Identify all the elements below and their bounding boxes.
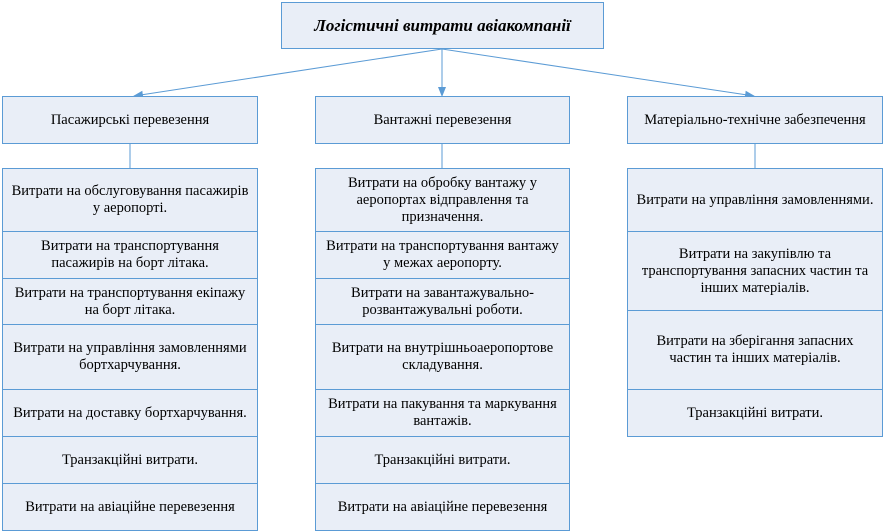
list-item: Витрати на зберігання запасних частин та…	[627, 310, 883, 390]
item-text: Витрати на транспортування пасажирів на …	[41, 238, 219, 271]
item-text: Витрати на авіаційне перевезення	[25, 498, 235, 515]
list-item: Витрати на управління замовленнями бортх…	[2, 324, 258, 390]
root-title: Логістичні витрати авіакомпанії	[314, 15, 571, 35]
item-text: Транзакційні витрати.	[61, 451, 199, 468]
header-logistics: Матеріально-технічне забезпечення	[627, 96, 883, 144]
item-text: Транзакційні витрати.	[374, 451, 511, 468]
header-cargo: Вантажні перевезення	[315, 96, 570, 144]
list-item: Витрати на обробку вантажу у аеропортах …	[315, 168, 570, 232]
item-text: Витрати на транспортування вантажу у меж…	[326, 238, 559, 271]
item-text: Витрати на обробку вантажу у аеропортах …	[348, 174, 537, 225]
item-text: Витрати на авіаційне перевезення	[337, 498, 548, 515]
list-item: Транзакційні витрати.	[627, 389, 883, 437]
header-label: Вантажні перевезення	[373, 111, 512, 128]
item-text: Транзакційні витрати.	[686, 404, 824, 421]
item-text: Витрати на зберігання запасних частин та…	[656, 333, 854, 366]
header-label: Матеріально-технічне забезпечення	[644, 111, 866, 128]
list-item: Витрати на транспортування вантажу у меж…	[315, 231, 570, 279]
list-item: Витрати на пакування та маркування ванта…	[315, 389, 570, 437]
item-text: Витрати на завантажувально-розвантажувал…	[351, 284, 534, 318]
item-text: Витрати на управління замовленнями.	[636, 191, 874, 208]
item-text: Витрати на пакування та маркування ванта…	[328, 396, 557, 429]
header-passenger: Пасажирські перевезення	[2, 96, 258, 144]
list-item: Витрати на авіаційне перевезення	[315, 483, 570, 531]
passenger-costs-list: Витрати на обслуговування пасажирів у ае…	[2, 168, 258, 531]
list-item: Витрати на обслуговування пасажирів у ае…	[2, 168, 258, 232]
list-item: Витрати на управління замовленнями.	[627, 168, 883, 232]
logistics-costs-list: Витрати на управління замовленнями. Витр…	[627, 168, 883, 437]
list-item: Витрати на внутрішньоаеропортове складув…	[315, 324, 570, 390]
arrow-to-logistics	[441, 48, 755, 99]
arrow-to-passenger	[133, 48, 443, 99]
list-item: Витрати на закупівлю та транспортування …	[627, 231, 883, 311]
list-item: Витрати на авіаційне перевезення	[2, 483, 258, 531]
item-text: Витрати на обслуговування пасажирів у ае…	[11, 183, 249, 216]
item-text: Витрати на закупівлю та транспортування …	[641, 245, 869, 296]
cargo-costs-list: Витрати на обробку вантажу у аеропортах …	[315, 168, 570, 531]
item-text: Витрати на доставку бортхарчування.	[13, 404, 247, 421]
list-item: Витрати на транспортування екіпажу на бо…	[2, 278, 258, 325]
root-node: Логістичні витрати авіакомпанії	[281, 2, 604, 49]
list-item: Транзакційні витрати.	[315, 436, 570, 484]
header-label: Пасажирські перевезення	[50, 111, 210, 128]
item-text: Витрати на управління замовленнями бортх…	[13, 340, 247, 373]
item-text: Витрати на внутрішньоаеропортове складув…	[331, 340, 554, 373]
item-text: Витрати на транспортування екіпажу на бо…	[14, 284, 246, 318]
list-item: Витрати на завантажувально-розвантажувал…	[315, 278, 570, 325]
list-item: Витрати на транспортування пасажирів на …	[2, 231, 258, 279]
list-item: Витрати на доставку бортхарчування.	[2, 389, 258, 437]
list-item: Транзакційні витрати.	[2, 436, 258, 484]
